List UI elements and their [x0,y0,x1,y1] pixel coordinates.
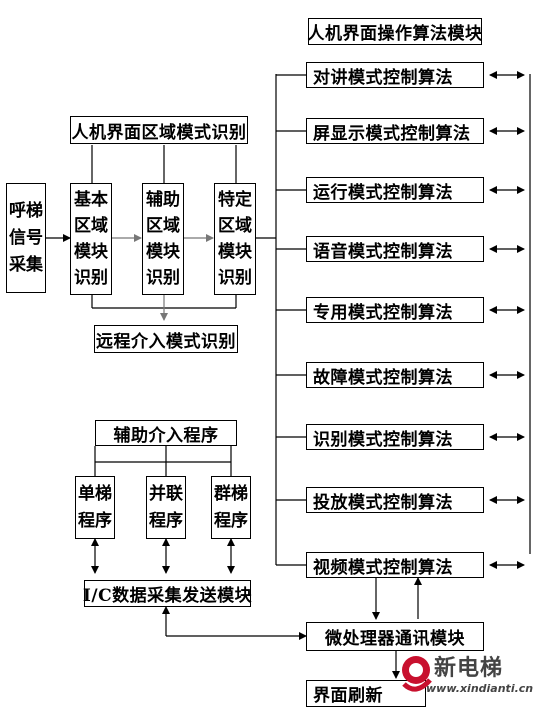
algorithm-box: 运行模式控制算法 [306,177,484,203]
aux-program-box: 辅助介入程序 [95,420,237,446]
io-data-module-box: I/C数据采集发送模块 [83,580,252,607]
microprocessor-module-box: 微处理器通讯模块 [306,622,484,651]
algorithm-box: 屏显示模式控制算法 [306,118,484,144]
algorithm-box: 对讲模式控制算法 [306,62,484,88]
special-region-module-box: 特定 区域 模块 识别 [214,183,256,295]
region-recognition-box: 人机界面区域模式识别 [70,116,248,144]
algorithm-box: 专用模式控制算法 [306,297,484,323]
interface-refresh-box: 界面刷新 [306,680,426,707]
xindianti-logo [402,656,432,692]
group-elevator-program-box: 群梯 程序 [211,476,251,539]
single-elevator-program-box: 单梯 程序 [75,476,115,539]
signal-collect-box: 呼梯 信号 采集 [6,183,46,293]
algorithm-box: 识别模式控制算法 [306,424,484,450]
parallel-program-box: 并联 程序 [146,476,186,539]
algorithm-box: 故障模式控制算法 [306,362,484,388]
algorithm-module-title: 人机界面操作算法模块 [308,18,482,45]
algorithm-box: 语音模式控制算法 [306,236,484,262]
logo-url: www.xindianti.cn [426,682,534,695]
basic-region-module-box: 基本 区域 模块 识别 [70,183,112,295]
aux-region-module-box: 辅助 区域 模块 识别 [142,183,184,295]
logo-brand: 新电梯 [434,656,504,681]
algorithm-box: 视频模式控制算法 [306,552,484,578]
remote-recognition-box: 远程介入模式识别 [94,325,238,353]
algorithm-box: 投放模式控制算法 [306,487,484,513]
